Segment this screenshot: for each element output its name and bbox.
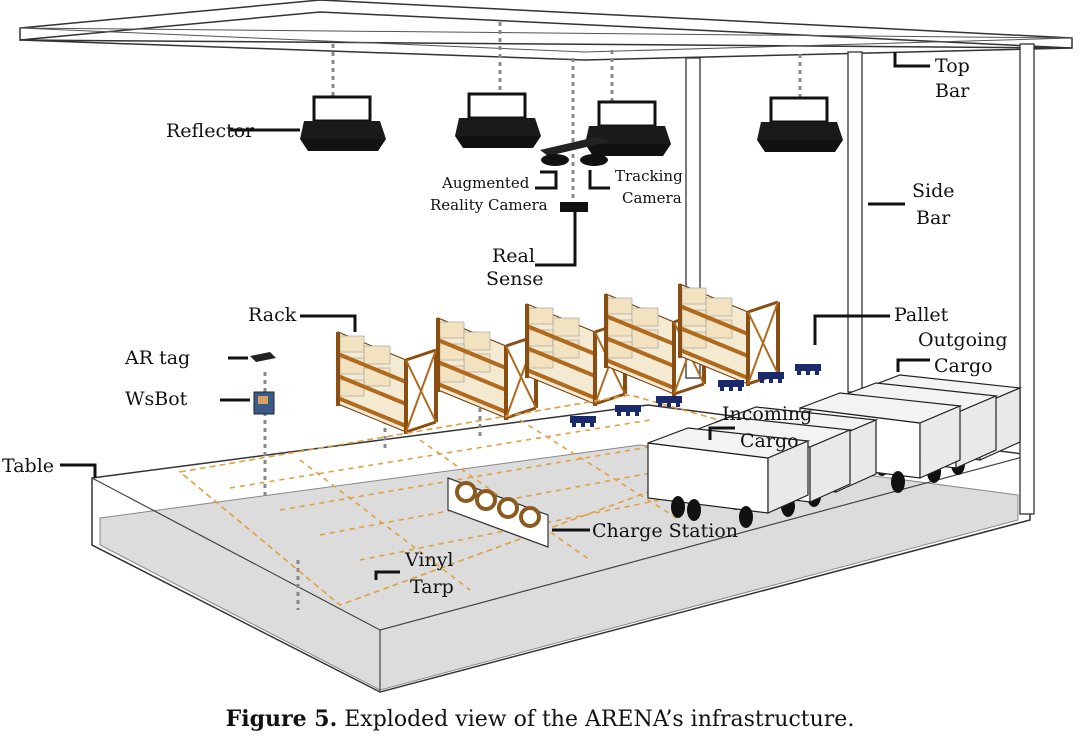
pallet-icon <box>615 405 641 416</box>
label-incoming-cargo-1: Incoming <box>722 403 812 425</box>
label-incoming-cargo-2: Cargo <box>740 430 799 452</box>
camera-rig <box>540 136 608 212</box>
label-side-bar-2: Bar <box>916 207 951 229</box>
label-top-bar-2: Bar <box>935 80 970 102</box>
rack-2 <box>436 316 538 422</box>
label-reflector: Reflector <box>166 120 255 142</box>
figure-caption: Figure 5. Exploded view of the ARENA’s i… <box>0 706 1080 732</box>
label-ar-tag: AR tag <box>124 347 190 369</box>
label-tracking-camera-1: Tracking <box>615 167 683 185</box>
pallet-icon <box>656 396 682 407</box>
label-vinyl-tarp-1: Vinyl <box>404 549 454 571</box>
rack-1 <box>336 330 438 436</box>
label-table: Table <box>2 455 54 477</box>
ar-camera-icon <box>541 154 569 166</box>
label-outgoing-cargo-2: Cargo <box>934 355 993 377</box>
label-real-sense-2: Sense <box>486 268 544 290</box>
reflector-3 <box>583 100 673 158</box>
tracking-camera-icon <box>580 154 608 166</box>
pallet-icon <box>758 372 784 383</box>
label-wsbot: WsBot <box>125 388 188 410</box>
label-ar-camera-2: Reality Camera <box>430 196 548 214</box>
reflector-2 <box>453 92 543 150</box>
figure-label: Figure 5. <box>225 706 338 732</box>
label-rack: Rack <box>248 304 297 326</box>
reflector-4 <box>755 96 845 154</box>
label-pallet: Pallet <box>894 304 949 326</box>
charge-station <box>447 477 549 548</box>
pallet-icon <box>795 364 821 375</box>
figure-caption-text: Exploded view of the ARENA’s infrastruct… <box>344 707 855 732</box>
realsense-camera-icon <box>560 202 588 212</box>
wsbot-icon <box>253 391 275 415</box>
reflector-1 <box>298 95 388 153</box>
frame <box>19 0 1073 515</box>
pallet-icon <box>718 380 744 391</box>
label-side-bar-1: Side <box>912 180 955 202</box>
label-tracking-camera-2: Camera <box>622 189 682 207</box>
label-real-sense-1: Real <box>492 245 535 267</box>
label-top-bar-1: Top <box>935 55 970 77</box>
pallet-icon <box>570 416 596 427</box>
ar-tag-icon <box>250 352 276 362</box>
arena-exploded-diagram: Top Bar Reflector Augmented Reality Came… <box>2 0 1073 693</box>
label-charge-station: Charge Station <box>592 520 738 542</box>
label-vinyl-tarp-2: Tarp <box>410 576 454 598</box>
label-outgoing-cargo-1: Outgoing <box>918 329 1008 351</box>
leader-lines <box>60 52 930 580</box>
label-ar-camera-1: Augmented <box>441 174 530 192</box>
